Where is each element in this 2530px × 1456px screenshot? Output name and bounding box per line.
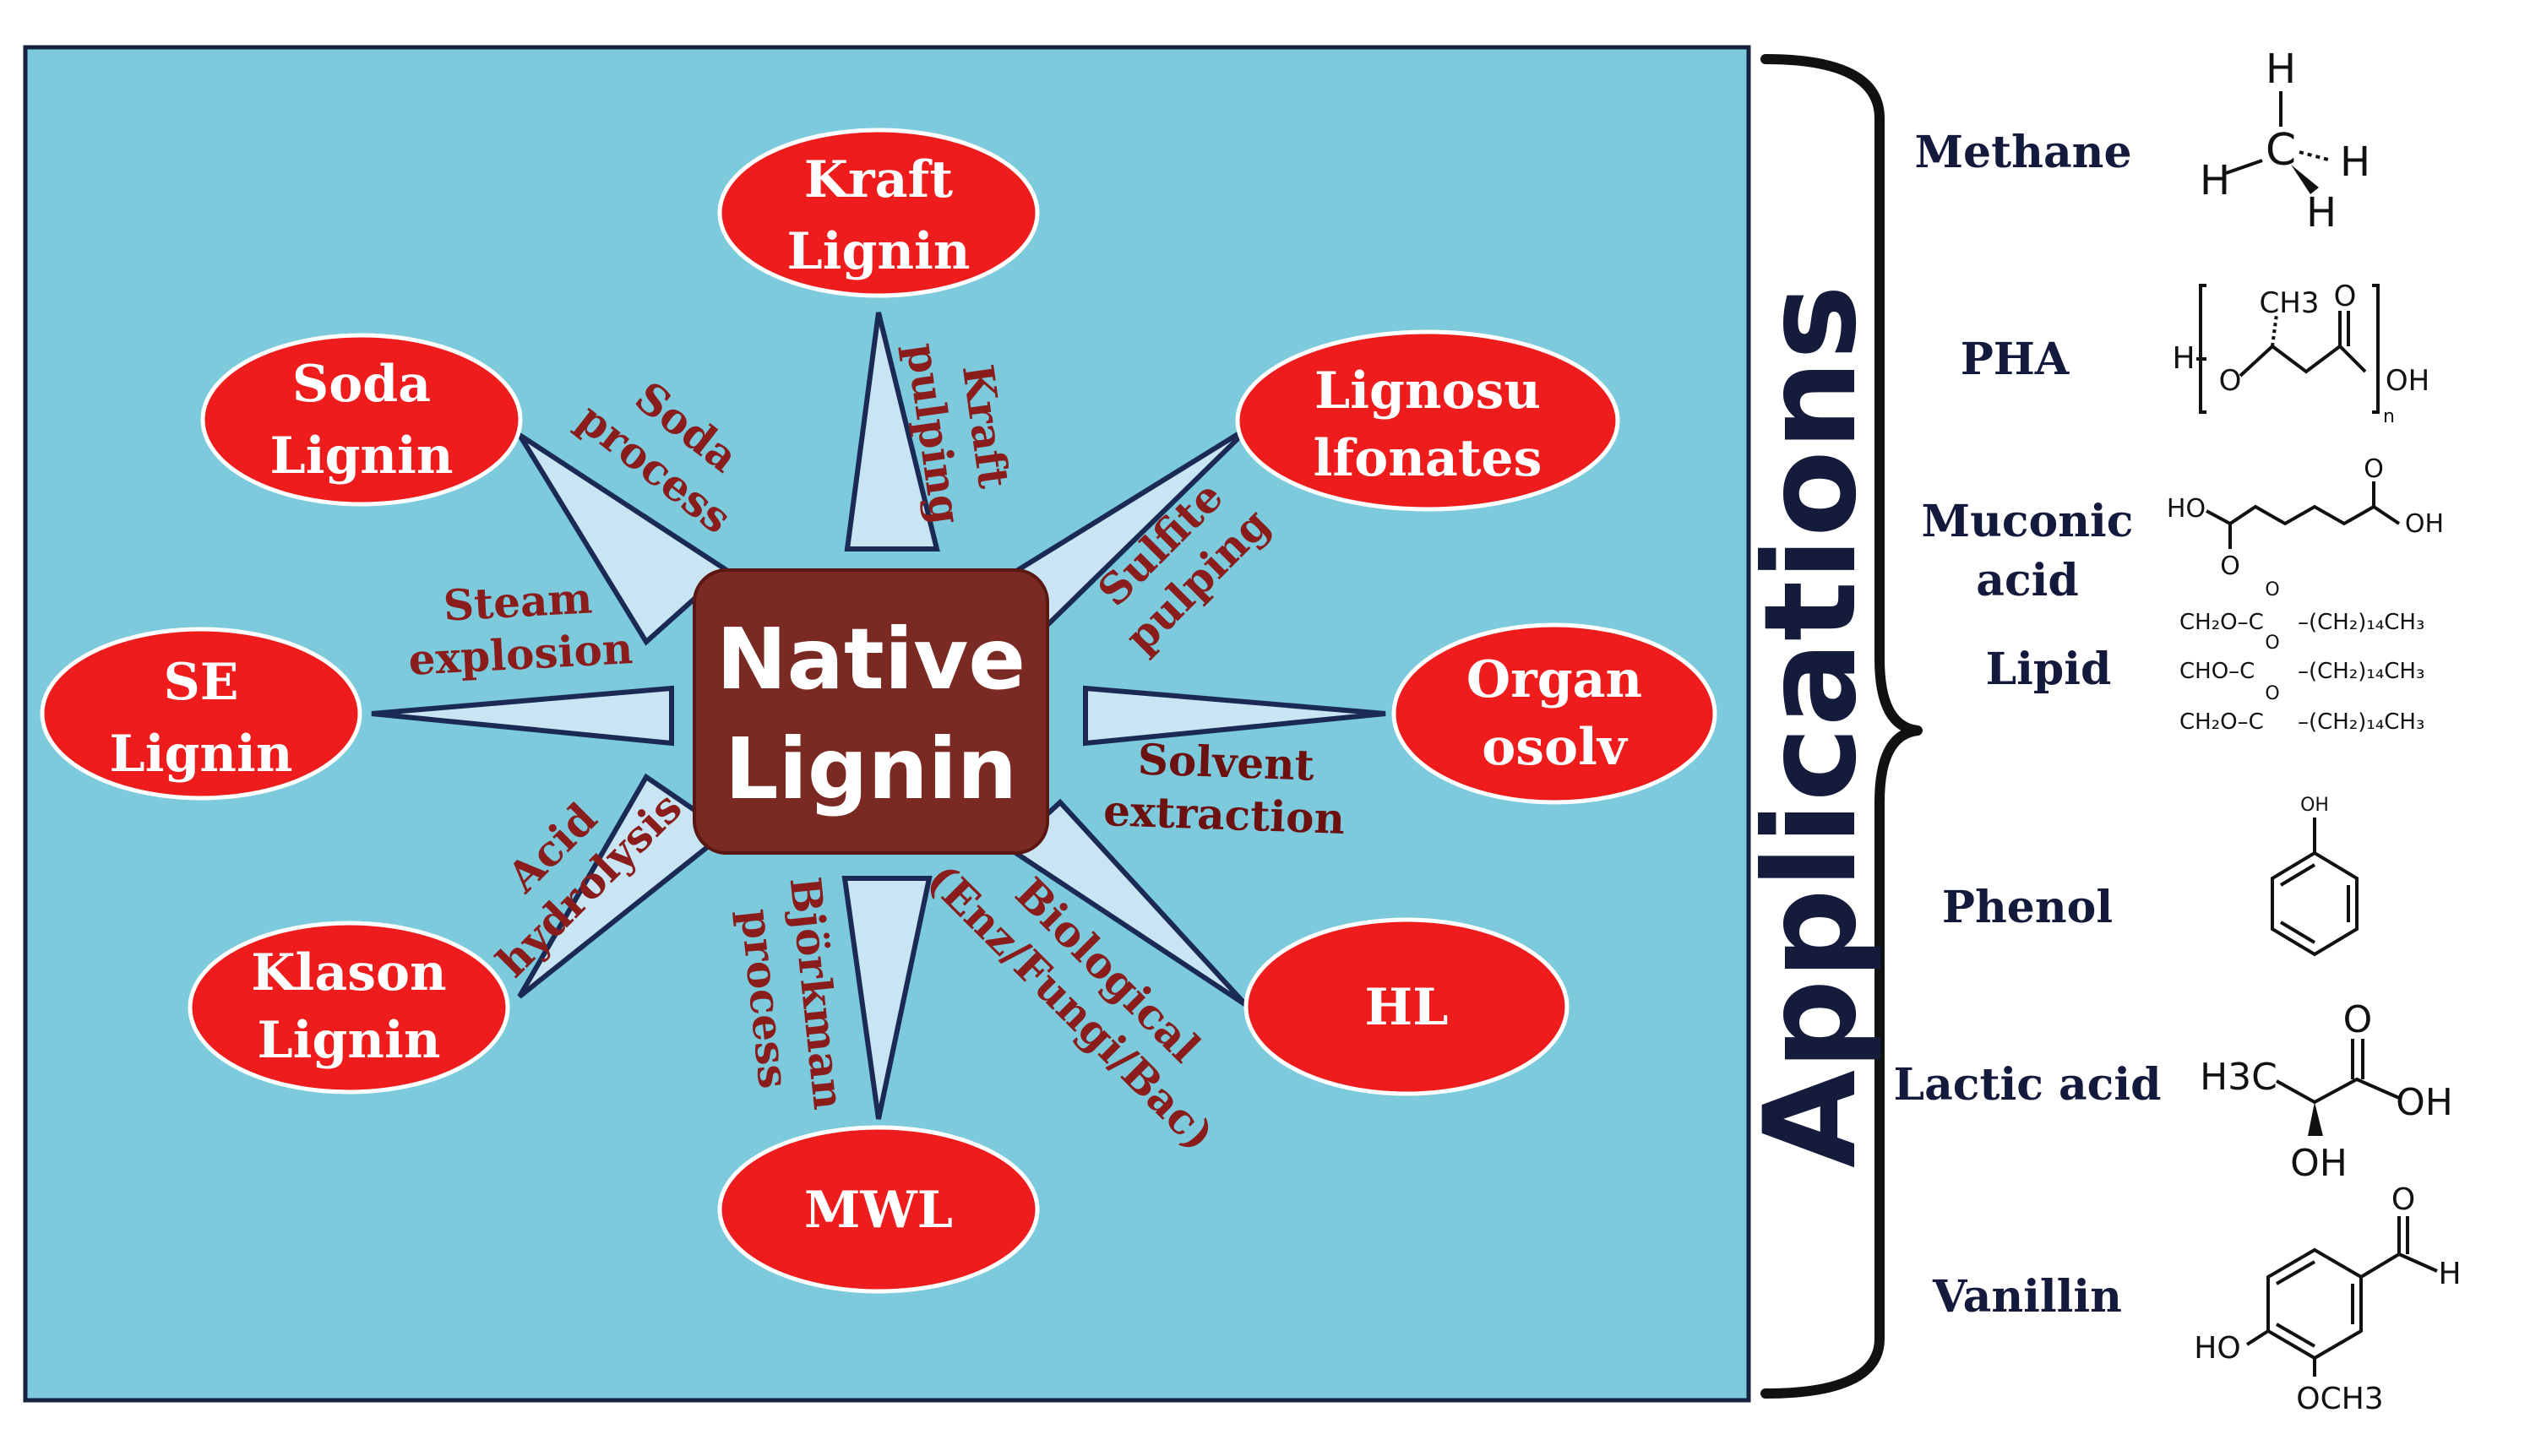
vanillin-ho: HO bbox=[2194, 1331, 2240, 1366]
phenol-oh: OH bbox=[2300, 795, 2329, 816]
node-soda-lignin: Soda Lignin bbox=[200, 333, 523, 507]
app-lipid: Lipid bbox=[1986, 644, 2112, 695]
process-steam-explosion: Steam explosion bbox=[407, 573, 634, 685]
lipid-row1-right: –(CH₂)₁₄CH₃ bbox=[2298, 610, 2424, 635]
node-se-line1: SE bbox=[163, 653, 238, 712]
methane-h-right: H bbox=[2340, 139, 2370, 186]
vanillin-och3: OCH3 bbox=[2296, 1382, 2383, 1416]
connector-spikes bbox=[371, 312, 1386, 1120]
methane-h-bottom: H bbox=[2306, 189, 2337, 236]
node-klason-lignin: Klason Lignin bbox=[188, 921, 510, 1095]
app-methane: Methane bbox=[1914, 127, 2131, 178]
vanillin-h: H bbox=[2438, 1257, 2461, 1291]
lipid-o-1: O bbox=[2265, 579, 2279, 600]
pha-n: n bbox=[2383, 406, 2395, 427]
proc-steam-line2: explosion bbox=[407, 623, 634, 685]
methane-h-left: H bbox=[2200, 157, 2230, 204]
node-hl: HL bbox=[1243, 917, 1570, 1096]
spike-steam bbox=[371, 685, 674, 747]
lipid-row2-left: CHO–C bbox=[2179, 659, 2255, 684]
lipid-o-2: O bbox=[2265, 633, 2279, 654]
lactic-oh-right: OH bbox=[2396, 1081, 2453, 1124]
spike-solvent bbox=[1083, 685, 1386, 747]
node-soda-line1: Soda bbox=[292, 355, 431, 414]
process-bjorkman: Björkman process bbox=[731, 875, 854, 1112]
muconic-oh: OH bbox=[2405, 509, 2444, 539]
methane-structure: H C H H H bbox=[2200, 46, 2370, 236]
spike-soda bbox=[517, 432, 731, 646]
lactic-oh-bottom: OH bbox=[2290, 1142, 2348, 1185]
pha-oh: OH bbox=[2386, 364, 2429, 398]
methane-c: C bbox=[2266, 125, 2296, 176]
muconic-acid-structure: HO O O OH bbox=[2167, 454, 2444, 581]
node-klason-line1: Klason bbox=[251, 943, 446, 1002]
spike-kraft bbox=[844, 312, 940, 551]
muconic-o-left: O bbox=[2220, 551, 2240, 581]
app-phenol: Phenol bbox=[1942, 882, 2113, 933]
pha-o: O bbox=[2219, 364, 2242, 398]
proc-steam-line1: Steam bbox=[442, 573, 593, 630]
lactic-o: O bbox=[2343, 998, 2373, 1041]
applications-brace bbox=[1760, 54, 1923, 1399]
spike-acid bbox=[517, 773, 732, 999]
node-klason-line2: Lignin bbox=[258, 1011, 441, 1070]
pha-ch3: CH3 bbox=[2260, 286, 2320, 320]
node-se-lignin: SE Lignin bbox=[40, 627, 362, 801]
muconic-ho: HO bbox=[2167, 494, 2206, 524]
node-ligno-line1: Lignosu bbox=[1314, 361, 1541, 421]
muconic-o-right: O bbox=[2364, 454, 2384, 484]
pha-structure: H O CH3 O OH n bbox=[2172, 280, 2429, 427]
pha-o-top: O bbox=[2334, 280, 2357, 313]
app-muconic-line1: Muconic bbox=[1922, 496, 2134, 547]
node-kraft-lignin: Kraft Lignin bbox=[717, 128, 1040, 298]
proc-solvent-line1: Solvent bbox=[1137, 734, 1315, 790]
phenol-structure: OH bbox=[2271, 795, 2359, 957]
native-lignin-box: Native Lignin bbox=[693, 568, 1049, 855]
center-title-line2: Lignin bbox=[725, 720, 1017, 818]
lipid-row3-right: –(CH₂)₁₄CH₃ bbox=[2298, 709, 2424, 735]
node-lignosulfonates: Lignosu lfonates bbox=[1235, 329, 1620, 512]
lipid-row1-left: CH₂O–C bbox=[2179, 610, 2264, 635]
node-kraft-line1: Kraft bbox=[804, 150, 953, 209]
app-vanillin: Vanillin bbox=[1932, 1271, 2122, 1323]
center-box-bg bbox=[693, 568, 1049, 855]
node-ligno-line2: lfonates bbox=[1314, 429, 1542, 488]
lipid-structure: O CH₂O–C –(CH₂)₁₄CH₃ O CHO–C –(CH₂)₁₄CH₃… bbox=[2179, 579, 2424, 735]
vanillin-structure: O H HO OCH3 bbox=[2194, 1182, 2461, 1416]
lipid-row3-left: CH₂O–C bbox=[2179, 709, 2264, 735]
node-organosolv: Organ osolv bbox=[1391, 622, 1717, 805]
app-muconic-line2: acid bbox=[1976, 555, 2078, 606]
vanillin-o: O bbox=[2391, 1182, 2415, 1217]
node-organ-line2: osolv bbox=[1482, 718, 1629, 777]
lactic-acid-structure: H3C O OH OH bbox=[2200, 998, 2453, 1185]
node-soda-line2: Lignin bbox=[270, 426, 454, 486]
app-lactic-acid: Lactic acid bbox=[1894, 1059, 2162, 1111]
proc-solvent-line2: extraction bbox=[1102, 785, 1346, 844]
pha-h: H bbox=[2172, 341, 2195, 376]
lipid-o-3: O bbox=[2265, 683, 2279, 704]
node-se-line2: Lignin bbox=[110, 725, 293, 784]
lipid-row2-right: –(CH₂)₁₄CH₃ bbox=[2298, 659, 2424, 684]
node-organ-line1: Organ bbox=[1466, 650, 1642, 709]
methane-h-top: H bbox=[2266, 46, 2296, 93]
node-kraft-line2: Lignin bbox=[787, 222, 971, 281]
spike-bjorkman bbox=[841, 876, 933, 1120]
process-solvent-extraction: Solvent extraction bbox=[1102, 734, 1346, 844]
node-mwl-label: MWL bbox=[804, 1181, 953, 1240]
node-mwl: MWL bbox=[717, 1125, 1040, 1294]
app-pha: PHA bbox=[1961, 334, 2070, 385]
lactic-h3c: H3C bbox=[2200, 1056, 2277, 1099]
center-title-line1: Native bbox=[716, 610, 1026, 709]
applications-title-group: Applications bbox=[1738, 285, 1885, 1168]
node-hl-label: HL bbox=[1365, 978, 1449, 1037]
applications-title: Applications bbox=[1738, 285, 1885, 1168]
